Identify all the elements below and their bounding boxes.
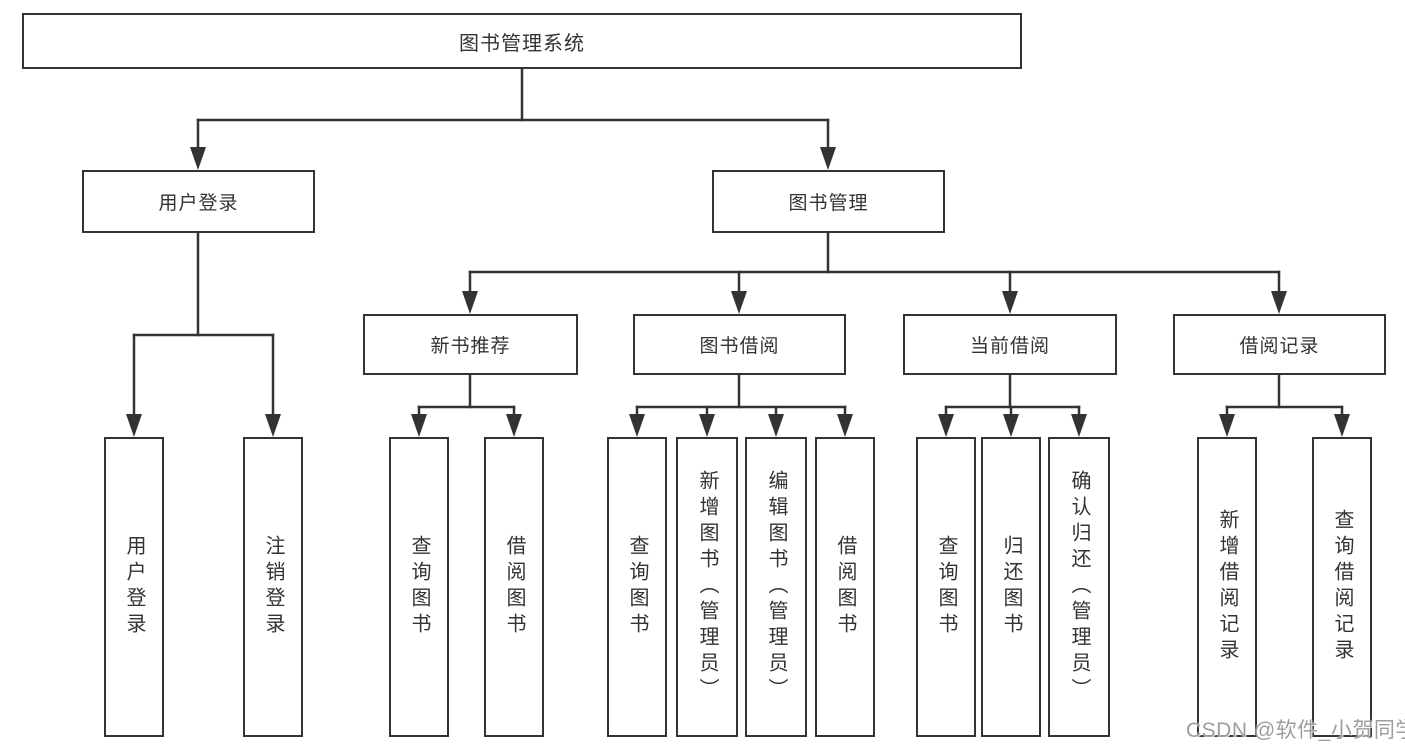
leaf-label: 新增借阅记录	[1216, 509, 1238, 665]
node-label: 图书管理系统	[459, 32, 585, 55]
node-new-book-recommend: 新书推荐	[363, 314, 578, 375]
leaf-logout: 注销登录	[243, 437, 303, 737]
leaf-borrow-books: 借阅图书	[815, 437, 875, 737]
leaf-label: 注销登录	[262, 535, 284, 639]
leaf-query-borrow-record: 查询借阅记录	[1312, 437, 1372, 737]
leaf-confirm-return-admin: 确认归还（管理员）	[1048, 437, 1110, 737]
node-book-management: 图书管理	[712, 170, 945, 233]
leaf-label: 用户登录	[123, 535, 145, 639]
node-user-login: 用户登录	[82, 170, 315, 233]
node-current-borrow: 当前借阅	[903, 314, 1117, 375]
leaf-add-books-admin: 新增图书（管理员）	[676, 437, 738, 737]
node-book-borrow: 图书借阅	[633, 314, 846, 375]
leaf-label: 归还图书	[1000, 535, 1022, 639]
leaf-edit-books-admin: 编辑图书（管理员）	[745, 437, 807, 737]
node-borrow-records: 借阅记录	[1173, 314, 1386, 375]
node-label: 借阅记录	[1239, 336, 1320, 357]
leaf-label: 借阅图书	[834, 535, 856, 639]
leaf-borrow-books-recommend: 借阅图书	[484, 437, 544, 737]
leaf-label: 查询图书	[408, 535, 430, 639]
node-library-management-system: 图书管理系统	[22, 13, 1022, 69]
node-label: 图书借阅	[699, 336, 780, 357]
leaf-query-books-recommend: 查询图书	[389, 437, 449, 737]
watermark: CSDN @软件_小贺同学	[1186, 719, 1405, 742]
node-label: 新书推荐	[430, 336, 511, 357]
leaf-label: 查询图书	[935, 535, 957, 639]
leaf-query-books-borrow: 查询图书	[607, 437, 667, 737]
leaf-label: 借阅图书	[503, 535, 525, 639]
leaf-label: 新增图书（管理员）	[696, 470, 718, 704]
leaf-query-books-current: 查询图书	[916, 437, 976, 737]
node-label: 图书管理	[788, 193, 869, 214]
leaf-return-books: 归还图书	[981, 437, 1041, 737]
leaf-label: 查询借阅记录	[1331, 509, 1353, 665]
node-label: 当前借阅	[969, 336, 1050, 357]
leaf-user-login: 用户登录	[104, 437, 164, 737]
leaf-add-borrow-record: 新增借阅记录	[1197, 437, 1257, 737]
leaf-label: 查询图书	[626, 535, 648, 639]
node-label: 用户登录	[158, 193, 239, 214]
leaf-label: 确认归还（管理员）	[1068, 470, 1090, 704]
leaf-label: 编辑图书（管理员）	[765, 470, 787, 704]
